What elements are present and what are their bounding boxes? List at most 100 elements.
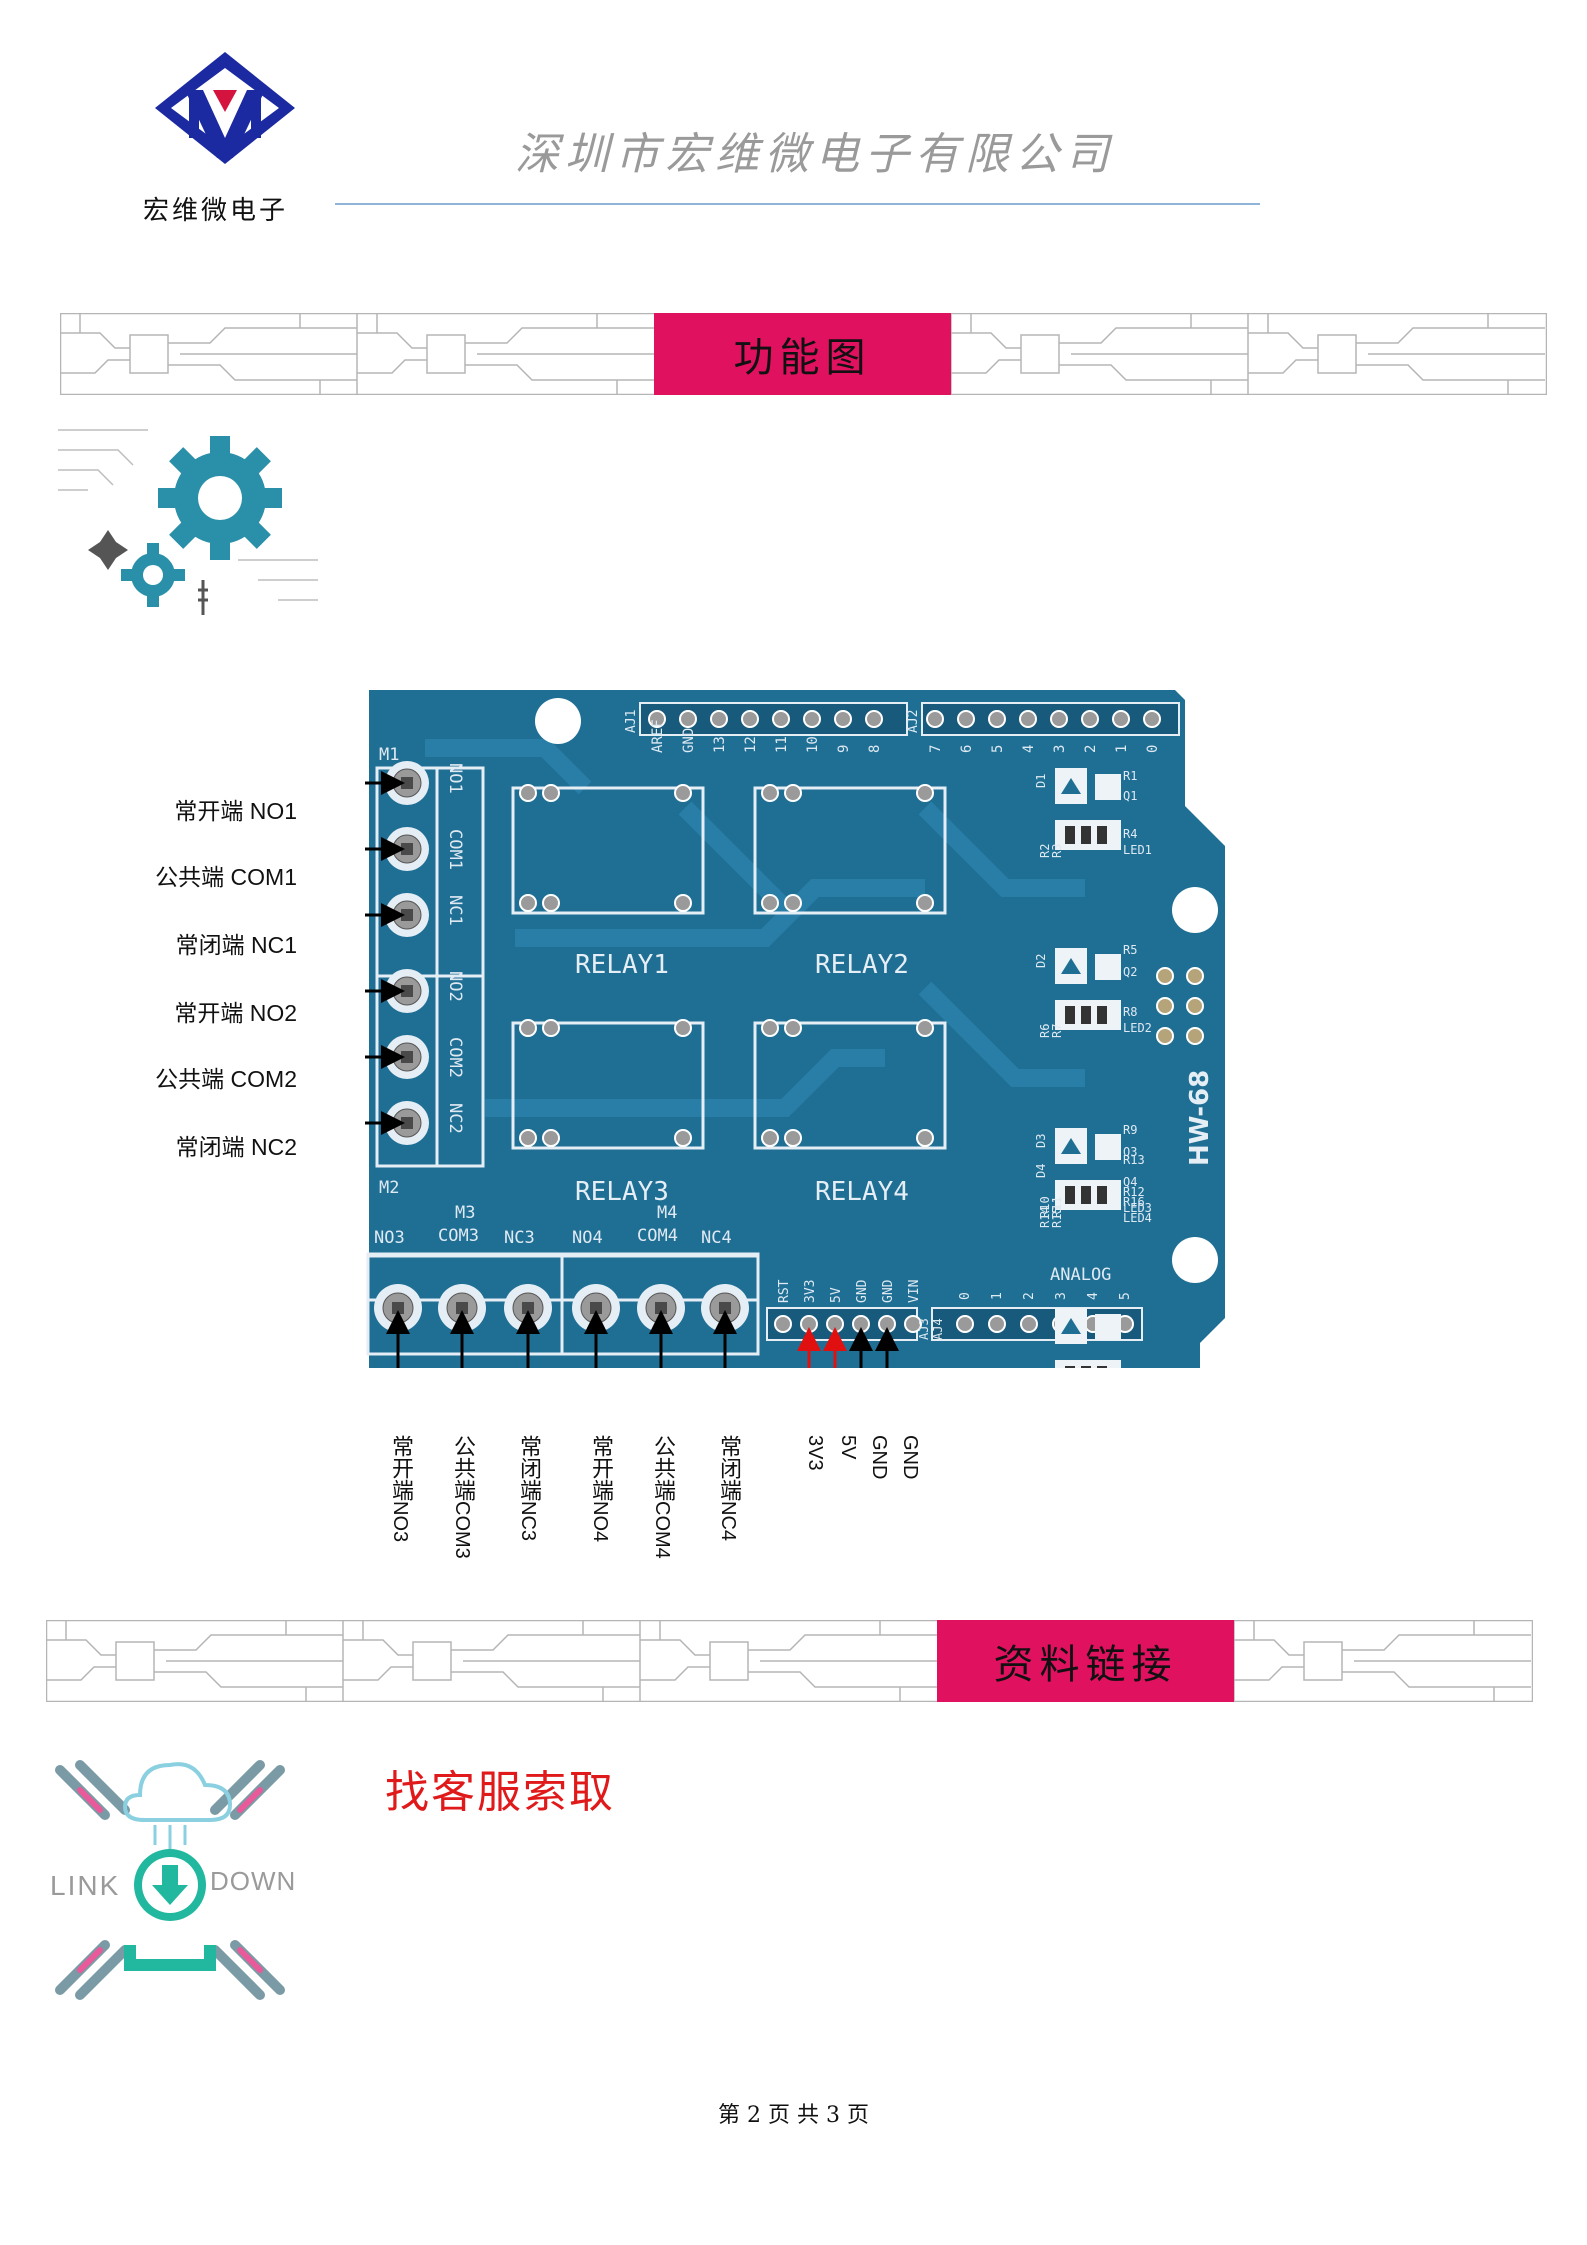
resistor [1065, 1006, 1075, 1024]
gear-icon [58, 420, 318, 620]
header-pin [1081, 710, 1099, 728]
terminal-pad [719, 1302, 731, 1314]
relay-pin [674, 784, 692, 802]
resistor [1097, 1186, 1107, 1204]
header-pin [865, 710, 883, 728]
component-label: LED3 [1123, 1201, 1152, 1215]
component-label: R1 [1123, 769, 1137, 783]
component-label: R3 [1050, 844, 1064, 858]
analog-pin [956, 1315, 974, 1333]
analog-pin-label: 2 [1022, 1292, 1037, 1300]
relay-pin [916, 894, 934, 912]
link-download-icon: LINK DOWN [45, 1750, 295, 2010]
component-label: R15 [1050, 1206, 1064, 1228]
aj4-label: AJ4 [931, 1318, 945, 1340]
header-pin-label: 3 [1052, 745, 1068, 753]
terminal-pin-label: NC2 [445, 1103, 465, 1134]
relay-pin [761, 1019, 779, 1037]
analog-pin [988, 1315, 1006, 1333]
diode-symbol [1061, 1318, 1081, 1334]
relay-pin [784, 1019, 802, 1037]
function-banner: 功能图 [60, 313, 1547, 395]
analog-pin-label: 1 [990, 1292, 1005, 1300]
component-label: R8 [1123, 1005, 1137, 1019]
component-label: Q3 [1123, 1145, 1137, 1159]
component-label: R10 [1038, 1196, 1052, 1218]
header-pin-label: AREF [650, 719, 666, 753]
terminal-pin-label: COM2 [445, 1037, 465, 1078]
resistor [1097, 1366, 1107, 1384]
component-label: LED1 [1123, 843, 1152, 857]
component-label: R14 [1038, 1206, 1052, 1228]
relay-pin [674, 1129, 692, 1147]
terminal-pad [401, 777, 413, 789]
label-com2: 公共端 COM2 [155, 1066, 297, 1092]
header-pin [1112, 710, 1130, 728]
power-pin [852, 1315, 870, 1333]
terminal-pin-label: NC3 [504, 1228, 535, 1248]
terminal-pin-label: COM4 [637, 1226, 678, 1246]
contact-support-text: 找客服索取 [385, 1767, 615, 1818]
relay-pin [519, 894, 537, 912]
analog-pin-label: 0 [958, 1292, 973, 1300]
header-pin-label: 12 [743, 736, 759, 753]
banner-links-label: 资料链接 [937, 1620, 1234, 1702]
resistor [1065, 826, 1075, 844]
label-no2: 常开端 NO2 [174, 1000, 297, 1026]
transistor [1095, 1134, 1121, 1160]
terminal-pad [401, 1051, 413, 1063]
terminal-pin-label: NO2 [445, 971, 465, 1002]
relay-outline [753, 786, 947, 915]
label-gnd-2: GND [899, 1435, 921, 1480]
header-pin [648, 710, 666, 728]
power-pin [878, 1315, 896, 1333]
terminal-pin-label: COM1 [445, 829, 465, 870]
power-pin [826, 1315, 844, 1333]
m4-label: M4 [657, 1203, 677, 1223]
resistor [1081, 826, 1091, 844]
power-pin-label: RST [777, 1279, 792, 1303]
circuit-pattern-2 [46, 1620, 1533, 1702]
terminal-pad [401, 843, 413, 855]
component-label: LED4 [1123, 1211, 1152, 1225]
component-label: R9 [1123, 1123, 1137, 1137]
relay-pin [784, 1129, 802, 1147]
header-pin [679, 710, 697, 728]
terminal-pin-label: NO3 [374, 1228, 405, 1248]
analog-pin-label: 4 [1086, 1292, 1101, 1300]
relay-outline [753, 1021, 947, 1150]
component-label: R6 [1038, 1024, 1052, 1038]
header-pin [957, 710, 975, 728]
diode-symbol [1061, 778, 1081, 794]
relay-label: RELAY2 [815, 950, 909, 980]
component-label: D2 [1034, 954, 1048, 968]
company-logo [145, 50, 305, 170]
analog-pin [1020, 1315, 1038, 1333]
relay-label: RELAY1 [575, 950, 669, 980]
relay-pin [542, 1129, 560, 1147]
component-label: R12 [1123, 1185, 1145, 1199]
label-nc1: 常闭端 NC1 [175, 932, 297, 958]
component-label: R11 [1050, 1196, 1064, 1218]
component-label: D3 [1034, 1134, 1048, 1148]
header-pin-label: 0 [1145, 745, 1161, 753]
header-pin [988, 710, 1006, 728]
transistor [1095, 954, 1121, 980]
header-pin [772, 710, 790, 728]
m1-label: M1 [379, 745, 399, 765]
logo-caption: 宏维微电子 [143, 196, 289, 226]
terminal-pin-label: COM3 [438, 1226, 479, 1246]
power-pin-label: 5V [829, 1287, 844, 1303]
relay-pin [916, 784, 934, 802]
terminal-pad [401, 909, 413, 921]
relay-pin [784, 894, 802, 912]
resistor [1065, 1366, 1075, 1384]
relay-pin [784, 784, 802, 802]
relay-pin [519, 1129, 537, 1147]
component-label: R4 [1123, 827, 1137, 841]
power-pin-label: GND [881, 1279, 896, 1303]
header-pin-label: 9 [836, 745, 852, 753]
relay-pin [674, 894, 692, 912]
